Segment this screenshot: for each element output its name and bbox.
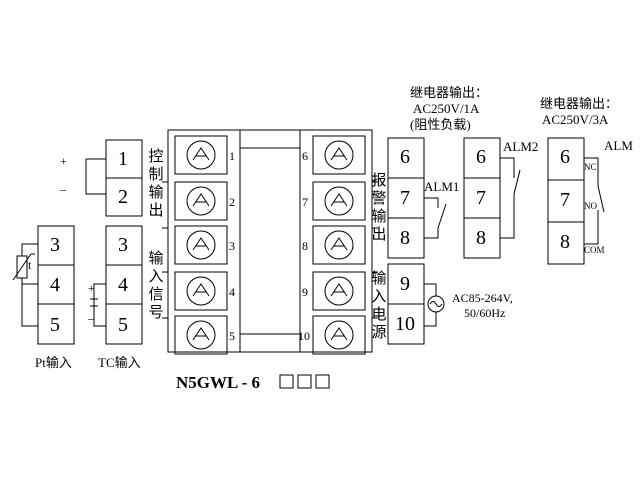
pt-sensor-symbol: t (28, 258, 32, 272)
alm-label: ALM (604, 138, 633, 153)
no-label: NO (584, 201, 597, 211)
alarm-terminal-6: 6 (400, 146, 410, 168)
pt-input-terminal-block (37, 225, 75, 345)
relay-1a-terminal-8: 8 (476, 227, 486, 249)
tc-wire (93, 283, 106, 327)
module-right-num: 8 (302, 239, 308, 253)
relay-3a-terminal-6: 6 (560, 146, 570, 168)
power-spec-line1: AC85-264V, (452, 291, 513, 305)
control-minus-label: – (60, 182, 66, 196)
terminal-1-label: 1 (118, 148, 128, 170)
alm1-label: ALM1 (424, 179, 460, 194)
module-left-num: 3 (229, 239, 235, 253)
alm1-contact (424, 197, 439, 208)
power-caption: 输入电源 (371, 271, 387, 341)
model-suffix-box (315, 374, 330, 389)
module-right-num: 9 (302, 285, 308, 299)
alm2-label: ALM2 (503, 139, 539, 154)
relay-3a-rating: AC250V/3A (542, 112, 609, 127)
control-plus-label: + (60, 154, 67, 168)
com-label: COM (584, 245, 605, 255)
relay-3a-terminal-8: 8 (560, 231, 570, 253)
ac-source-icon (427, 295, 445, 313)
alarm-terminal-8: 8 (400, 227, 410, 249)
tc-input-caption: TC输入 (98, 355, 141, 370)
relay-3a-terminal-block (547, 137, 585, 265)
model-suffix-box (279, 374, 294, 389)
module-left-num: 4 (229, 285, 235, 299)
relay-3a-terminal-7: 7 (560, 189, 570, 211)
relay-1a-load: (阻性负载) (410, 117, 471, 132)
pt-sensor-wire (21, 243, 38, 327)
power-terminal-9: 9 (400, 273, 410, 295)
module-left-num: 2 (229, 195, 235, 209)
signal-input-caption: 输入信号 (148, 251, 164, 321)
module-left-num: 5 (229, 329, 235, 343)
power-wire (424, 283, 437, 296)
terminal-2-label: 2 (118, 186, 128, 208)
alarm-output-caption: 报警输出 (371, 173, 387, 243)
control-output-caption: 控制输出 (148, 149, 164, 219)
module-right-num: 7 (302, 195, 308, 209)
relay-3a-title: 继电器输出： (540, 96, 619, 111)
model-number: N5GWL - 6 (176, 373, 261, 392)
relay-1a-title: 继电器输出： (410, 85, 489, 100)
relay-1a-terminal-6: 6 (476, 146, 486, 168)
pt-input-caption: Pt输入 (35, 355, 72, 370)
module-right-num: 10 (298, 329, 310, 343)
control-output-wire (85, 158, 106, 195)
terminal-5-label: 5 (118, 314, 128, 336)
tc-minus-label: – (88, 311, 94, 325)
power-terminal-10: 10 (395, 313, 415, 335)
module-right-num: 6 (302, 149, 308, 163)
pt-terminal-4-label: 4 (50, 274, 60, 296)
module-left-screws (174, 135, 228, 355)
alm2-contact (500, 157, 515, 178)
module-frame (167, 129, 373, 353)
pt-terminal-3-label: 3 (50, 234, 60, 256)
relay-1a-terminal-7: 7 (476, 187, 486, 209)
terminal-4-label: 4 (118, 274, 128, 296)
pt-terminal-5-label: 5 (50, 314, 60, 336)
power-spec-line2: 50/60Hz (464, 306, 506, 320)
terminal-3-label: 3 (118, 234, 128, 256)
nc-label: NC (584, 162, 597, 172)
model-suffix-box (297, 374, 312, 389)
relay-1a-terminal-block (463, 137, 501, 259)
relay-1a-rating: AC250V/1A (413, 101, 480, 116)
module-left-num: 1 (229, 149, 235, 163)
signal-input-terminal-block (105, 225, 143, 345)
alm-contact (584, 157, 599, 186)
alarm-terminal-7: 7 (400, 187, 410, 209)
tc-plus-label: + (88, 281, 95, 295)
module-right-screws (312, 135, 366, 355)
